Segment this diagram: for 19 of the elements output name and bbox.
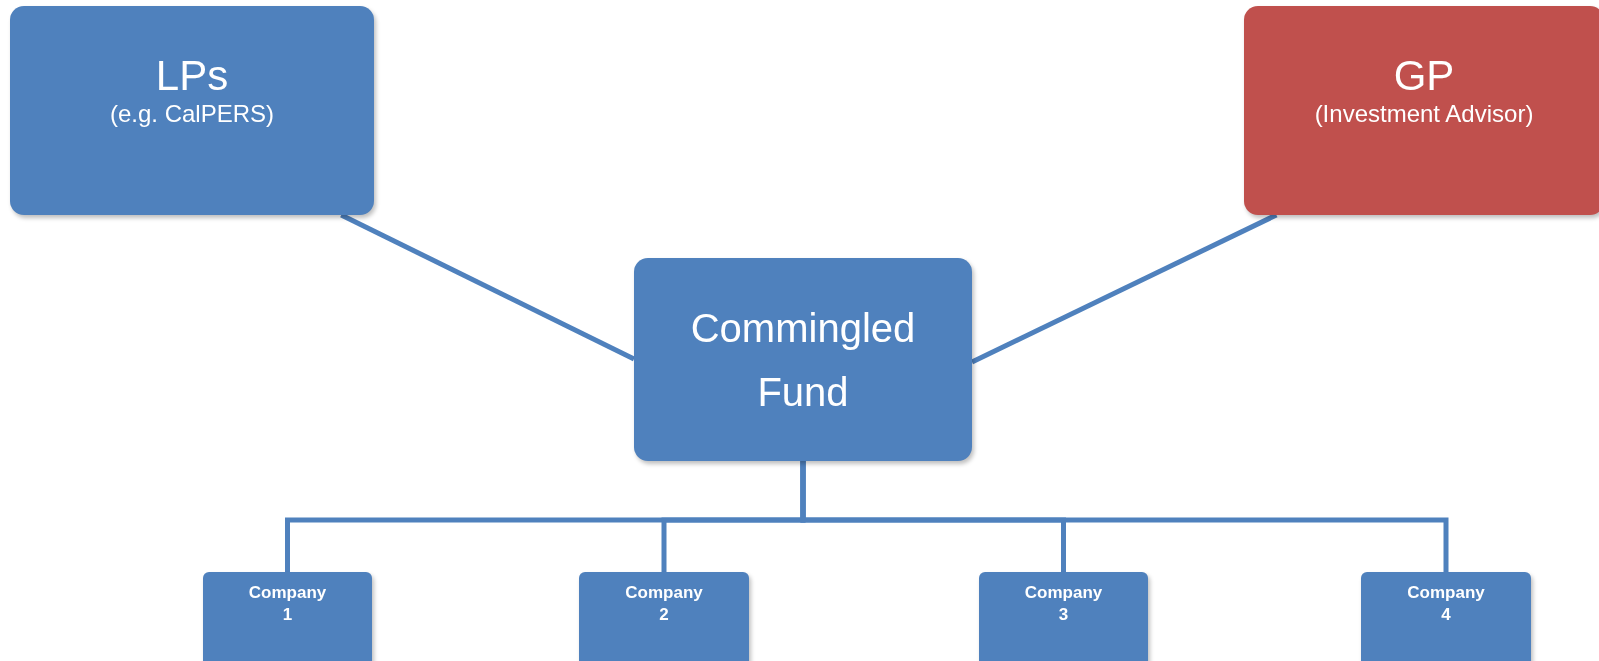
- company-box: [203, 572, 372, 661]
- node-title: Commingled Fund: [689, 304, 917, 416]
- node-title: Company 4: [1406, 582, 1486, 627]
- node-title: Company 1: [247, 582, 328, 627]
- node-title: GP: [1393, 53, 1455, 100]
- entity-box: [1244, 6, 1599, 215]
- entity-box: [634, 258, 972, 461]
- node-title: LPs: [155, 53, 229, 100]
- company-box: [1361, 572, 1531, 661]
- company-box: [579, 572, 749, 661]
- node-subtitle: (e.g. CalPERS): [109, 99, 275, 128]
- node-subtitle: (Investment Advisor): [1314, 99, 1534, 128]
- connector-line: [340, 212, 636, 362]
- entity-box: [10, 6, 374, 215]
- node-title: Company 2: [624, 582, 704, 627]
- connector-line: [970, 212, 1278, 365]
- connector-line: [800, 461, 1449, 572]
- node-title: Company 3: [1023, 582, 1104, 627]
- company-box: [979, 572, 1148, 661]
